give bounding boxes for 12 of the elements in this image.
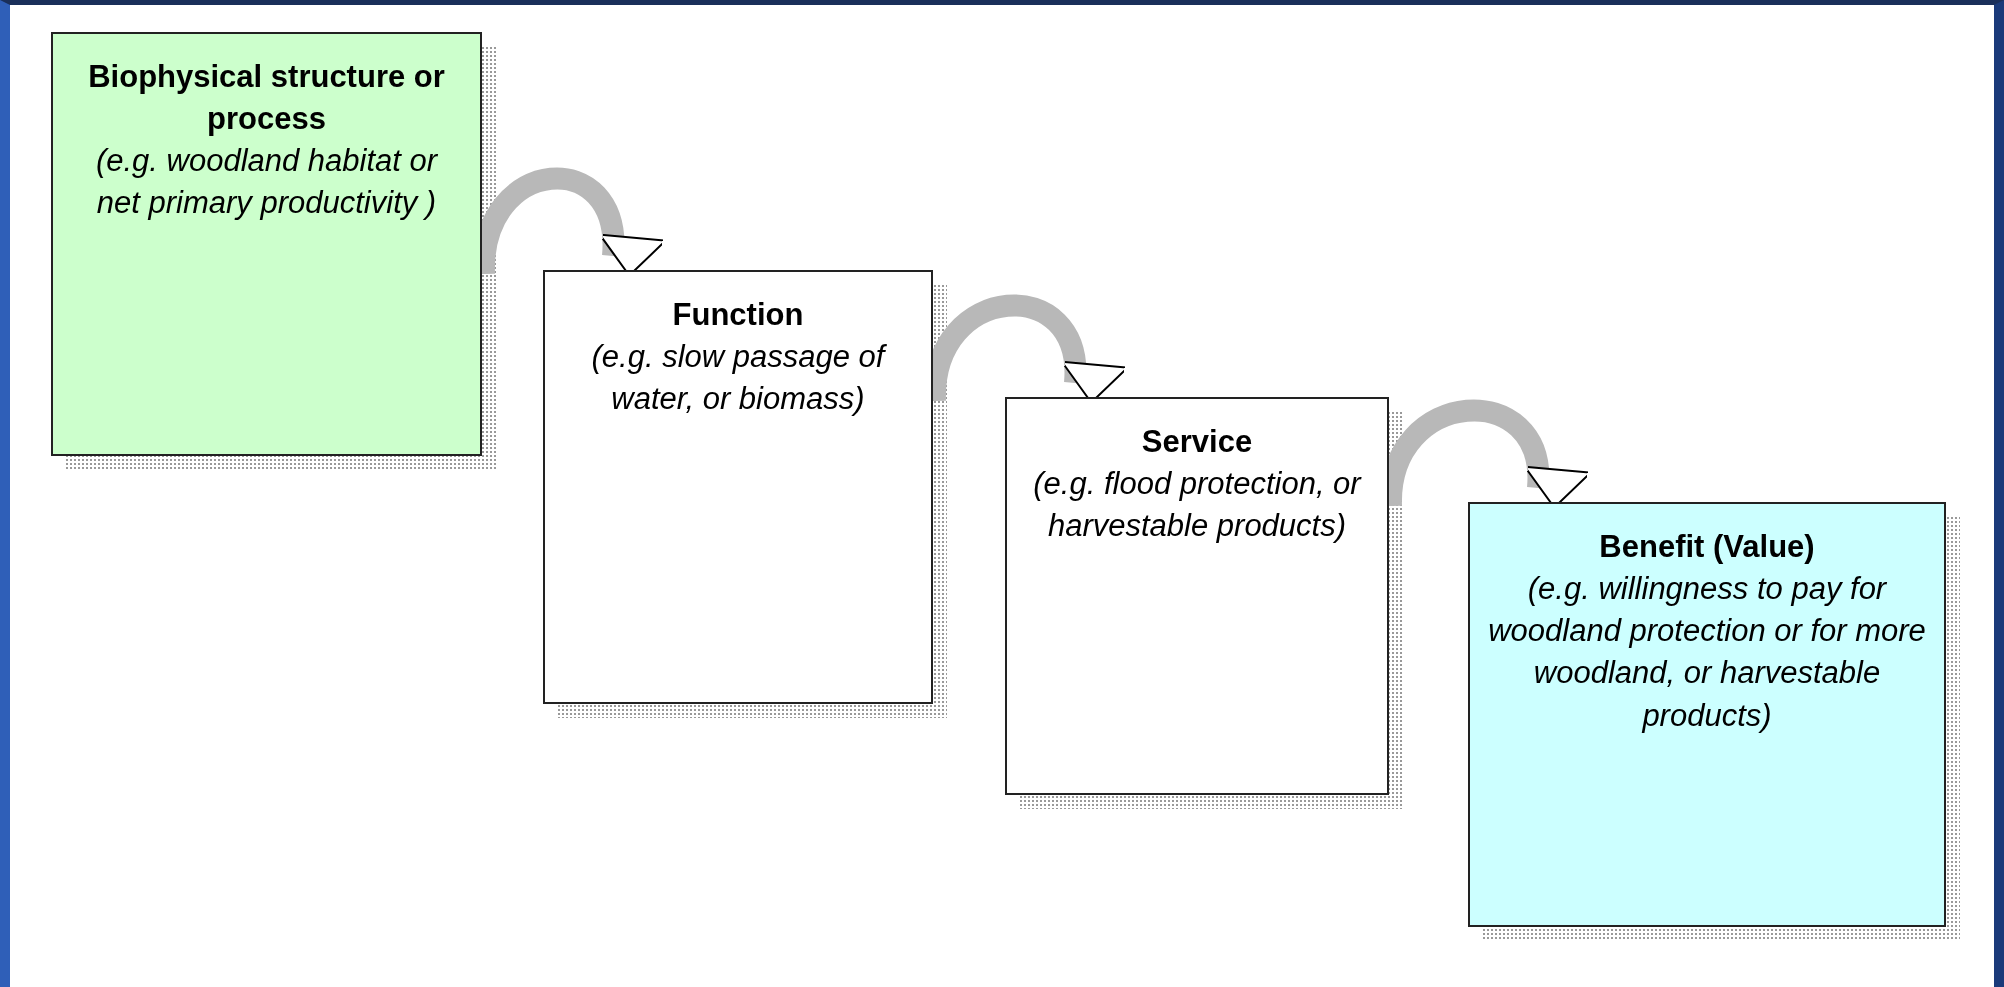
- process-box: [543, 270, 933, 704]
- box-description: (e.g. slow passage of water, or biomass): [590, 338, 888, 419]
- process-box: [1005, 397, 1389, 795]
- box-heading: Service: [1141, 423, 1253, 461]
- box-heading: Benefit (Value): [1599, 528, 1815, 566]
- box-heading: Function: [672, 296, 804, 334]
- process-box: [51, 32, 482, 456]
- box-description: (e.g. woodland habitat or net primary productivity ): [94, 142, 439, 223]
- box-heading: Biophysical structure or process: [87, 58, 446, 139]
- box-description: (e.g. willingness to pay for woodland protection or for more woodland, or harvestable products): [1488, 570, 1926, 735]
- box-description: (e.g. flood protection, or harvestable products): [1032, 465, 1363, 546]
- process-box: [1468, 502, 1946, 927]
